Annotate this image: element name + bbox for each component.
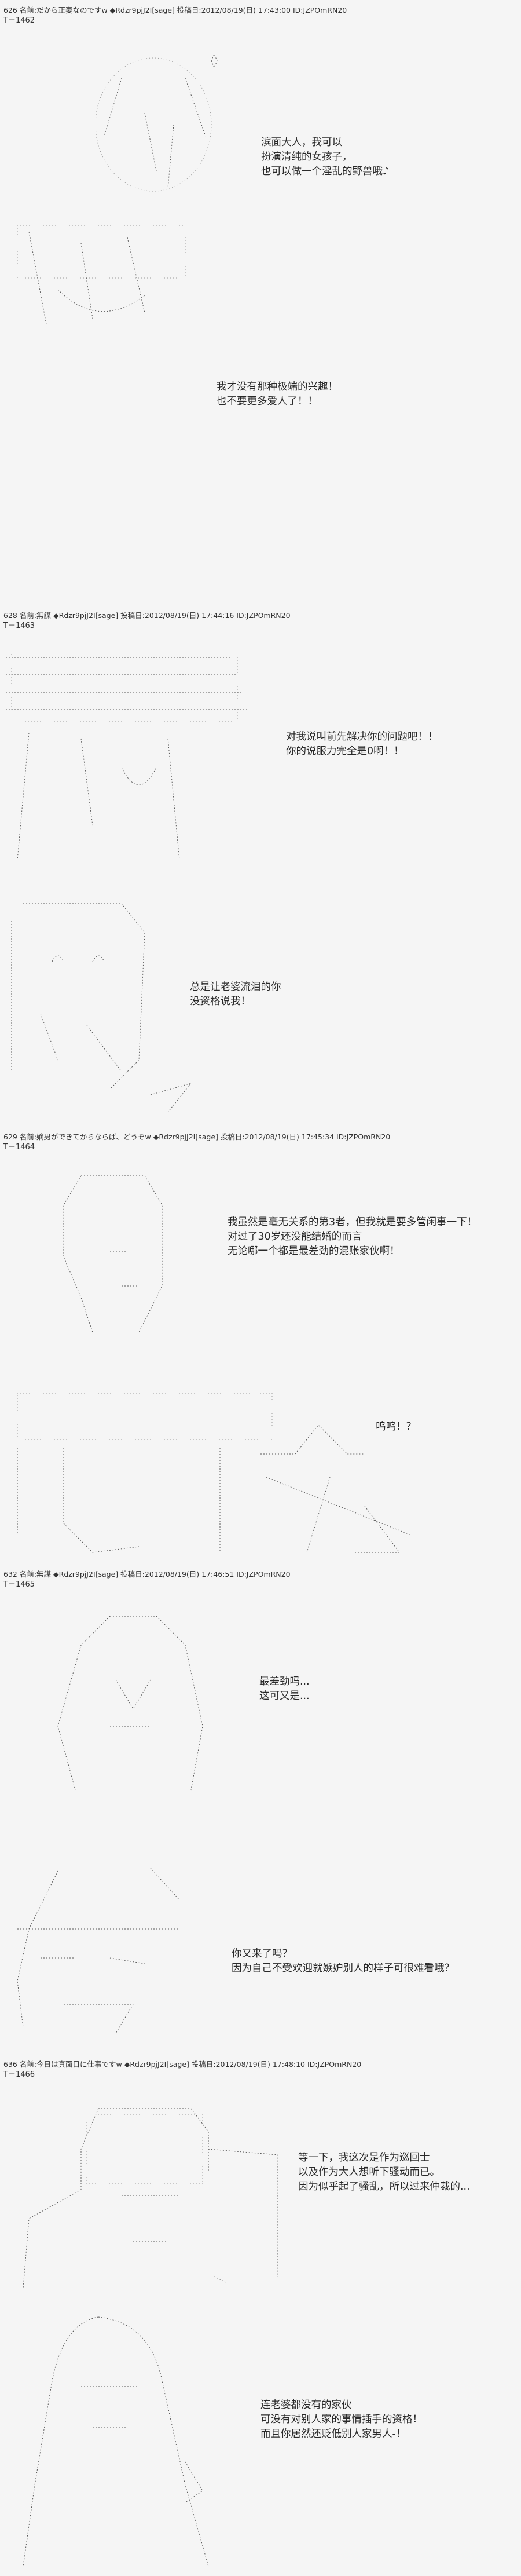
- dialogue-line: 我虽然是毫无关系的第3者，但我就是要多管闲事一下！: [228, 1216, 478, 1228]
- dialogue-line: 因为似乎起了骚乱，所以过来仲裁的...: [298, 2181, 470, 2193]
- dialogue-line: 我才没有那种极端的兴趣！: [217, 381, 338, 393]
- post-header: 636 名前:今日は真面目に仕事ですw ◆Rdzr9pjJ2I[sage] 投稿…: [3, 2060, 362, 2069]
- dialogue-line: 对我说叫前先解决你的问题吧！！: [286, 731, 438, 743]
- dialogue-line: 等一下，我这次是作为巡回士: [298, 2152, 430, 2164]
- dialogue-line: 没资格说我！: [190, 996, 251, 1007]
- dialogue-line: 这可又是...: [259, 1690, 310, 1702]
- post-number: T－1464: [3, 1143, 35, 1152]
- ascii-art-figure: [17, 2103, 278, 2288]
- dialogue-text: 最差劲吗... 这可又是...: [259, 1675, 310, 1704]
- ascii-art-figure: [52, 1610, 214, 1796]
- post-header: 629 名前:嫡男ができてからならば、どうぞw ◆Rdzr9pjJ2I[sage…: [3, 1132, 391, 1141]
- dialogue-line: 呜呜！？: [376, 1421, 416, 1433]
- post-number: T－1466: [3, 2070, 35, 2079]
- post-header: 626 名前:だから正妻なのですw ◆Rdzr9pjJ2I[sage] 投稿日:…: [3, 6, 347, 14]
- dialogue-line: 以及作为大人想听下骚动而已。: [298, 2166, 440, 2178]
- dialogue-line: 对过了30岁还没能结婚的而言: [228, 1231, 362, 1243]
- dialogue-text: 总是让老婆流泪的你没资格说我！: [190, 980, 281, 1009]
- dialogue-line: 滨面大人，我可以: [261, 137, 342, 148]
- dialogue-line: 你的说服力完全是0啊！！: [286, 746, 404, 757]
- ascii-art-figure: [6, 652, 249, 866]
- dialogue-text: 呜呜！？: [376, 1420, 416, 1434]
- dialogue-text: 你又来了吗？ 因为自己不受欢迎就嫉妒别人的样子可很难看哦？: [232, 1947, 454, 1976]
- dialogue-line: 也可以做一个淫乱的野兽哦♪: [261, 166, 390, 177]
- ascii-art-figure: [58, 1170, 174, 1338]
- ascii-art-figure: [12, 2311, 226, 2572]
- dialogue-line: 无论哪一个都是最差劲的混账家伙啊！: [228, 1245, 400, 1257]
- dialogue-text: 连老婆都没有的家伙可没有对别人家的事情插手的资格！ 而且你居然还贬低别人家男人-！: [260, 2398, 423, 2442]
- dialogue-line: 最差劲吗...: [259, 1676, 310, 1687]
- post-header: 628 名前:無謀 ◆Rdzr9pjJ2I[sage] 投稿日:2012/08/…: [3, 611, 291, 620]
- dialogue-line: 总是让老婆流泪的你: [190, 981, 281, 993]
- dialogue-text: 滨面大人，我可以扮演清纯的女孩子， 也可以做一个淫乱的野兽哦♪: [261, 136, 389, 179]
- dialogue-line: 可没有对别人家的事情插手的资格！: [260, 2414, 423, 2425]
- ascii-art-figure: [12, 220, 197, 330]
- dialogue-text: 等一下，我这次是作为巡回士以及作为大人想听下骚动而已。因为似乎起了骚乱，所以过来…: [298, 2151, 470, 2194]
- dialogue-line: 而且你居然还贬低别人家男人-！: [260, 2428, 406, 2440]
- dialogue-line: 连老婆都没有的家伙: [260, 2399, 352, 2411]
- ascii-art-figure: [6, 1390, 423, 1558]
- dialogue-line: 扮演清纯的女孩子，: [261, 151, 353, 163]
- ascii-art-figure: [6, 1865, 185, 2039]
- dialogue-text: 对我说叫前先解决你的问题吧！！ 你的说服力完全是0啊！！: [286, 730, 438, 759]
- post-number: T－1463: [3, 622, 35, 630]
- post-number: T－1462: [3, 16, 35, 25]
- dialogue-line: 因为自己不受欢迎就嫉妒别人的样子可很难看哦？: [232, 1963, 454, 1974]
- ascii-art-figure: [87, 55, 226, 200]
- post-header: 632 名前:無謀 ◆Rdzr9pjJ2I[sage] 投稿日:2012/08/…: [3, 1570, 291, 1579]
- ascii-art-figure: [6, 898, 208, 1118]
- dialogue-text: 我虽然是毫无关系的第3者，但我就是要多管闲事一下！ 对过了30岁还没能结婚的而言无…: [228, 1215, 477, 1259]
- dialogue-line: 你又来了吗？: [232, 1948, 292, 1960]
- post-number: T－1465: [3, 1580, 35, 1589]
- dialogue-text: 我才没有那种极端的兴趣！ 也不要更多爱人了！！: [217, 380, 338, 409]
- dialogue-line: 也不要更多爱人了！！: [217, 396, 318, 407]
